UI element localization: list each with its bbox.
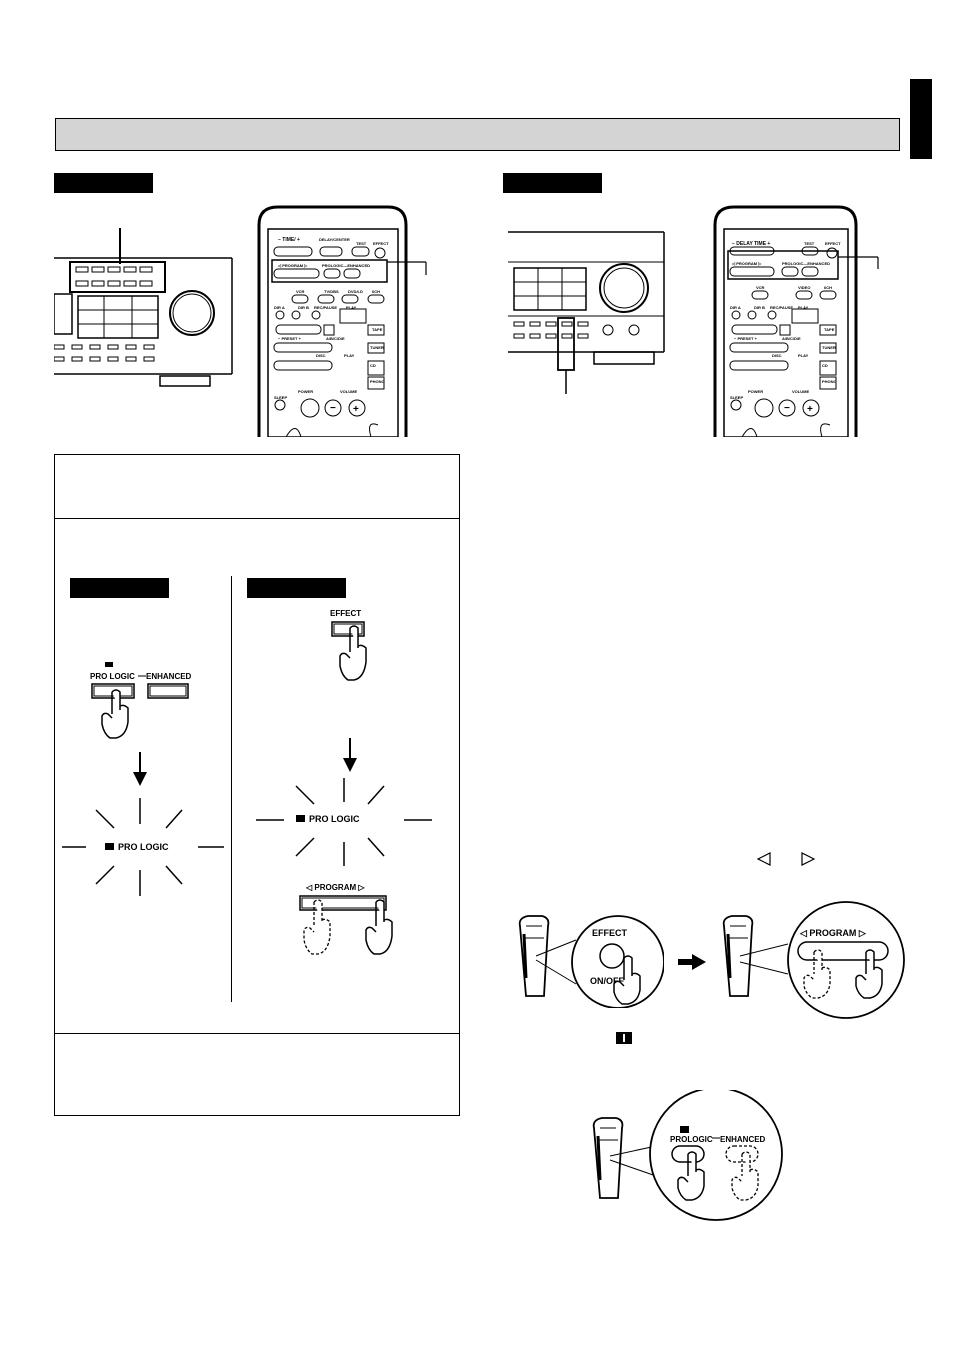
prologic-indicator-right: PRO LOGIC: [256, 778, 432, 866]
svg-text:A/B/C/D/E: A/B/C/D/E: [326, 336, 345, 341]
remote-prologic-enhanced-illustration: PROLOGIC ENHANCED: [592, 1090, 783, 1221]
svg-text:CD: CD: [822, 363, 828, 368]
svg-text:CD: CD: [370, 363, 376, 368]
svg-text:PLAY: PLAY: [798, 305, 809, 310]
svg-text:VOLUME: VOLUME: [340, 389, 357, 394]
svg-text:◁ PROGRAM ▷: ◁ PROGRAM ▷: [305, 883, 365, 892]
svg-text:REC/PAUSE: REC/PAUSE: [770, 305, 793, 310]
language-side-tab: [910, 79, 932, 159]
prologic-circle-label: PROLOGIC: [670, 1135, 713, 1144]
svg-text:REC/PAUSE: REC/PAUSE: [314, 305, 337, 310]
step-label-right: [247, 578, 346, 598]
prologic-press-figure: PRO LOGIC ENHANCED: [90, 662, 192, 739]
program-arrow-symbols: [756, 852, 816, 866]
svg-text:DELAY/CENTER: DELAY/CENTER: [319, 237, 350, 242]
effect-step-label: EFFECT: [330, 609, 361, 618]
svg-text:+: +: [807, 404, 813, 415]
remote-program-illustration: ◁ PROGRAM ▷: [722, 901, 905, 1019]
svg-text:SLEEP: SLEEP: [274, 395, 287, 400]
svg-text:◁ PROGRAM ▷: ◁ PROGRAM ▷: [731, 261, 762, 266]
down-arrow-left: [133, 752, 147, 786]
pro-logic-indicator-text: PRO LOGIC: [118, 842, 169, 852]
svg-text:EFFECT: EFFECT: [825, 241, 841, 246]
svg-text:PHONO: PHONO: [822, 379, 837, 384]
svg-text:6CH: 6CH: [372, 289, 380, 294]
svg-text:− PRESET +: − PRESET +: [734, 336, 758, 341]
svg-text:VIDEO: VIDEO: [798, 285, 810, 290]
effect-circle-label: EFFECT: [592, 928, 628, 938]
instruction-box: [54, 454, 460, 1116]
svg-text:TUNER: TUNER: [822, 345, 836, 350]
model-label-left: [54, 173, 153, 193]
svg-text:TEST: TEST: [356, 241, 367, 246]
enhanced-label: ENHANCED: [146, 672, 192, 681]
svg-text:POWER: POWER: [298, 389, 313, 394]
svg-text:− DELAY TIME +: − DELAY TIME +: [732, 241, 770, 247]
front-panel-right-figure: [508, 231, 665, 394]
column-divider: [231, 576, 232, 1002]
remote-control-right-figure: − DELAY TIME + TEST EFFECT ◁ PROGRAM ▷ PRO…: [713, 205, 879, 437]
svg-text:A/B/C/D/E: A/B/C/D/E: [782, 336, 801, 341]
svg-text:VCR: VCR: [296, 289, 305, 294]
svg-text:6CH: 6CH: [824, 285, 832, 290]
svg-text:TUNER: TUNER: [370, 345, 384, 350]
effect-button-label: EFFECT: [373, 241, 389, 246]
remote-control-left-figure: − TIME/ + DELAY/CENTER TEST EFFECT ◁ PRO…: [257, 205, 427, 437]
svg-text:DIR A: DIR A: [730, 305, 741, 310]
svg-text:VCR: VCR: [756, 285, 765, 290]
box-divider-top: [54, 518, 459, 519]
svg-text:DISC: DISC: [772, 353, 782, 358]
svg-text:+: +: [353, 404, 359, 415]
svg-text:PROLOGIC—ENHANCED: PROLOGIC—ENHANCED: [322, 263, 370, 268]
svg-text:TV/DBS: TV/DBS: [324, 289, 339, 294]
svg-text:DIR B: DIR B: [754, 305, 765, 310]
dolby-symbol-inline: [616, 1032, 632, 1044]
svg-text:DIR A: DIR A: [274, 305, 285, 310]
svg-text:POWER: POWER: [748, 389, 763, 394]
program-circle-label: PROGRAM: [809, 928, 856, 938]
svg-text:DVD/LD: DVD/LD: [348, 289, 363, 294]
effect-press-figure: EFFECT: [330, 609, 367, 681]
program-label: PROGRAM: [314, 883, 356, 892]
onoff-circle-label: ON/OFF: [590, 976, 624, 986]
program-press-figure: ◁ PROGRAM ▷: [299, 883, 393, 955]
enhanced-circle-label: ENHANCED: [720, 1135, 766, 1144]
remote-effect-onoff-illustration: EFFECT ON/OFF: [518, 915, 664, 1008]
pro-logic-label: PRO LOGIC: [90, 672, 135, 681]
svg-text:−: −: [330, 403, 336, 414]
model-label-right: [503, 173, 602, 193]
svg-text:− TIME/ +: − TIME/ +: [278, 237, 300, 243]
down-arrow-right: [343, 738, 357, 772]
svg-text:PLAY: PLAY: [344, 353, 355, 358]
svg-text:PROLOGIC—ENHANCED: PROLOGIC—ENHANCED: [782, 261, 830, 266]
pro-logic-indicator-text-2: PRO LOGIC: [309, 814, 360, 824]
section-title-bar: [55, 118, 900, 151]
svg-text:PLAY: PLAY: [346, 305, 357, 310]
svg-text:◁ PROGRAM ▷: ◁ PROGRAM ▷: [277, 263, 308, 268]
svg-text:TAPE: TAPE: [372, 327, 383, 332]
svg-text:TEST: TEST: [804, 241, 815, 246]
svg-text:PLAY: PLAY: [798, 353, 809, 358]
prologic-indicator-left: PRO LOGIC: [62, 798, 224, 896]
svg-text:SLEEP: SLEEP: [730, 395, 743, 400]
svg-text:◁ PROGRAM ▷: ◁ PROGRAM ▷: [799, 928, 867, 938]
svg-text:−: −: [784, 403, 790, 414]
svg-text:VOLUME: VOLUME: [792, 389, 809, 394]
front-panel-left-figure: [54, 228, 233, 387]
svg-text:PHONO: PHONO: [370, 379, 385, 384]
arrow-right-icon: [678, 954, 706, 970]
svg-text:TAPE: TAPE: [824, 327, 835, 332]
box-divider-bottom: [54, 1033, 459, 1034]
svg-text:DIR B: DIR B: [298, 305, 309, 310]
svg-text:DISC: DISC: [316, 353, 326, 358]
svg-text:− PRESET +: − PRESET +: [278, 336, 302, 341]
step-label-left: [70, 578, 169, 598]
